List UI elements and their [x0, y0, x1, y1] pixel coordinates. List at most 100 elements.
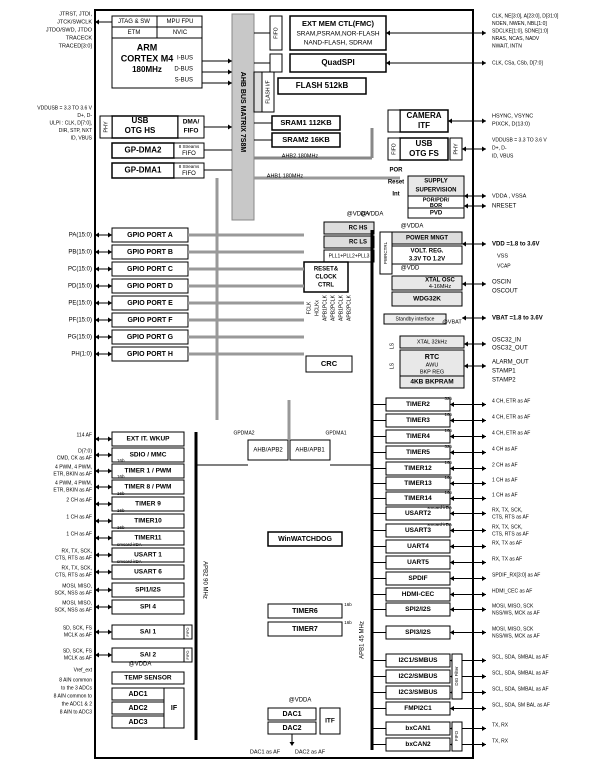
- gpio-pin-label: PB(15:0): [68, 250, 92, 256]
- timer6-tag: 16b: [344, 602, 352, 607]
- rtc-bus-head-left: [464, 363, 468, 369]
- camera-pin-label: HSYNC, VSYNC: [492, 113, 533, 119]
- reset-ctrl-label: CTRL: [318, 283, 334, 289]
- core-bus-arrow-2: [228, 80, 232, 86]
- apb1-pin-bus-head-right: [482, 658, 486, 663]
- apb1-pin-bus-head-right: [482, 528, 486, 533]
- dac1-pin: DAC1 as AF: [250, 749, 281, 755]
- gpio-pin-bus-head-right: [108, 351, 112, 357]
- gpio-port-label: GPIO PORT F: [127, 317, 173, 324]
- gpio-pin-bus-head-left: [95, 283, 99, 289]
- rc-ls: [323, 235, 375, 249]
- fmc-pin-label: NOEN, NWEN, NBL[1:0]: [492, 21, 547, 27]
- gpio-pin-bus-head-right: [108, 232, 112, 238]
- awu-label: AWU: [426, 362, 439, 368]
- dac1-block: [267, 707, 317, 721]
- can-fifo: [451, 721, 463, 752]
- dma2-label: GP-DMA2: [125, 146, 162, 155]
- osc32-bus-head-left: [464, 341, 468, 347]
- debug-pin-label: JTCK/SWCLK: [57, 19, 92, 25]
- apb1-pin-bus-head-right: [482, 592, 486, 597]
- apb2-pin-bus-head-left: [95, 535, 99, 541]
- vref-pin: Vref_ext: [74, 667, 93, 673]
- apb1-pin-bus-head-left: [450, 418, 454, 423]
- fmc-types-2: NAND-FLASH, SDRAM: [304, 40, 373, 47]
- gpio-pin-label: PC(15:0): [68, 267, 92, 273]
- apb2-peripheral-tag: smcard irDA: [117, 559, 142, 564]
- apb1-label: APB1 45 MHz: [360, 621, 366, 659]
- apb2-pin-bus-head-right: [108, 552, 112, 558]
- usb-hs-bus-head: [228, 124, 232, 130]
- apb1-pin-bus-head-left: [450, 592, 454, 597]
- usb-hs-fifo-label: FIFO: [184, 128, 199, 135]
- usb-hs-phy: [99, 115, 113, 139]
- supply-label: SUPPLY: [424, 179, 447, 185]
- standby-label: Standby interface: [396, 316, 435, 322]
- apb2-pin-label: 4 PWM, 4 PWM,: [55, 480, 92, 486]
- apb2-pin-bus-head-left: [95, 552, 99, 558]
- i2c-filter: [451, 653, 463, 700]
- gpio-pin-bus-head-left: [95, 249, 99, 255]
- ahb1-label: AHB1 180MHz: [267, 173, 304, 179]
- usb-hs-pin-label: DIR, STP, NXT: [59, 128, 92, 134]
- apb2-pin-label: CTS, RTS as AF: [55, 555, 92, 561]
- osc32-pin-label: OSC32_OUT: [492, 346, 528, 352]
- debug-pin-label: TRACECK: [66, 35, 93, 41]
- apb1-pin-label: HDMI_CEC as AF: [492, 588, 532, 594]
- apb1-pin-label: 1 CH as AF: [492, 477, 518, 483]
- apb2-peripheral-tag: 16b: [117, 491, 125, 496]
- ls-label-2: LS: [389, 362, 395, 369]
- bkpram-block: [399, 375, 465, 389]
- vdd-bus-head-right: [482, 241, 486, 247]
- xtal-osc-label: XTAL OSC: [425, 278, 455, 284]
- bus-matrix-label: AHB BUS MATRIX 7S8M: [239, 72, 246, 153]
- fmc-pin-label: CLK, CSa, CSb, D[7:0]: [492, 60, 543, 66]
- gpio-port-label: GPIO PORT A: [127, 232, 173, 239]
- supervision-label: SUPERVISION: [416, 188, 457, 194]
- reset-clock-ctrl: [303, 261, 349, 293]
- xtal-freq-label: 4-16MHz: [429, 284, 452, 290]
- quadspi-label: QuadSPI: [321, 58, 354, 67]
- gpio-pin-bus-head-left: [95, 266, 99, 272]
- adc-label: ADC3: [128, 719, 147, 726]
- art-block: [253, 71, 263, 113]
- apb1-pin-bus-head-left: [450, 560, 454, 565]
- crc-label: CRC: [321, 359, 338, 368]
- apb1-pin-bus-head-right: [482, 560, 486, 565]
- usb-hs-pin-label: ID, VBUS: [71, 135, 93, 141]
- apb2-pin-bus-head-left: [95, 569, 99, 575]
- adc-pin-label: 8 AIN to ADC3: [60, 709, 92, 715]
- apb2-pin-label: RX, TX, SCK,: [62, 548, 92, 554]
- apb1-pin-bus-head-right: [482, 742, 486, 747]
- dma1-fifo-label: FIFO: [182, 171, 196, 177]
- wdg32k: [391, 291, 463, 307]
- apb1-peripheral-label: TIMER14: [404, 495, 432, 502]
- sai-fifo: [183, 647, 193, 663]
- debug-pin-label: JTRST, JTDI,: [59, 11, 92, 17]
- reset-ctrl-label: CLOCK: [315, 275, 337, 281]
- apb2-peripheral-label: SDIO / MMC: [130, 452, 167, 459]
- rtc-pin-label: STAMP2: [492, 378, 516, 384]
- usb-fs-pin-bus-head-right: [482, 146, 486, 152]
- xtal32-label: XTAL 32kHz: [417, 339, 448, 345]
- apb2-peripheral-label: SPI1/I2S: [135, 587, 161, 594]
- apb2-pin-bus-head-right: [108, 484, 112, 490]
- ahb-apb1-bridge: [289, 439, 331, 461]
- timer6-block: [267, 603, 343, 619]
- ahb-apb2-label: AHB/APB2: [253, 448, 283, 454]
- adc-pin-label: 8 AIN common to: [54, 693, 93, 699]
- sai-fifo-label: FIFO: [185, 650, 190, 659]
- apb1-pin-label: SPDIF_RX[3:0] as AF: [492, 572, 540, 578]
- apb1-peripheral-label: SPI2/I2S: [405, 606, 431, 613]
- usb-hs-pin-label: ULPI : CLK, D[7:0],: [49, 120, 92, 126]
- apb2-pin-bus-head-left: [95, 518, 99, 524]
- apb2-pin-bus-head-right: [108, 587, 112, 593]
- apb2-peripheral-label: TIMER 1 / PWM: [125, 468, 172, 475]
- apb1-pin-bus-head-right: [482, 674, 486, 679]
- bkp-reg-label: BKP REG: [420, 369, 444, 375]
- gpio-port-label: GPIO PORT H: [127, 351, 173, 358]
- temp-sensor-label: TEMP SENSOR: [124, 675, 172, 682]
- vbat-bus-head-right: [482, 315, 486, 321]
- power-vdda-label: @VDDA: [401, 224, 424, 230]
- gpio-pin-bus-head-left: [95, 300, 99, 306]
